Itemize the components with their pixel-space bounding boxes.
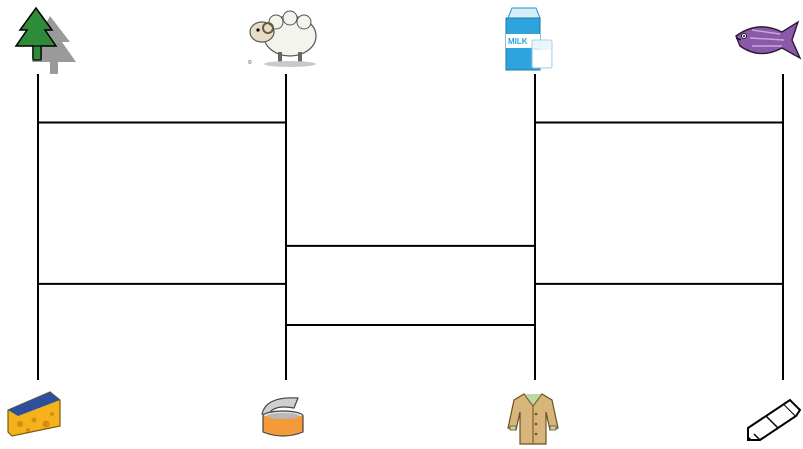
milk-label: MILK	[508, 37, 528, 46]
cheese-icon	[6, 388, 64, 438]
pencil-icon	[744, 398, 802, 442]
tree-icon	[10, 4, 80, 74]
tin-can-icon	[258, 394, 308, 438]
fish-icon	[732, 16, 802, 72]
coat-icon	[506, 390, 560, 446]
sheep-icon: ©	[246, 6, 320, 70]
milk-carton-icon: MILK	[500, 6, 558, 74]
svg-text:©: ©	[248, 59, 252, 66]
